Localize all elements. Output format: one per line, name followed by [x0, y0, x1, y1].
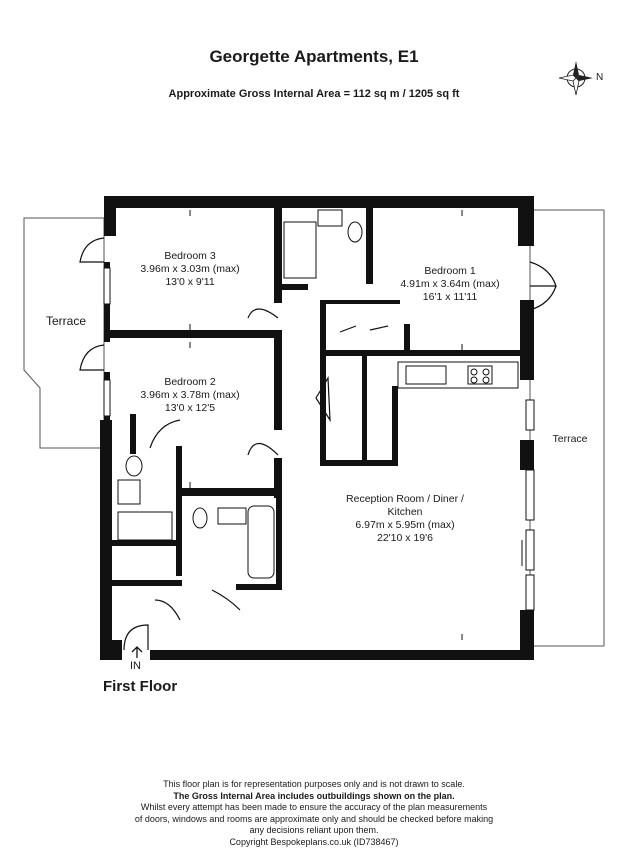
- kitchen-sink: [405, 365, 447, 385]
- gross-area-subtitle: Approximate Gross Internal Area = 112 sq…: [168, 88, 460, 100]
- wall: [320, 300, 326, 360]
- bedroom2-label: Bedroom 2 3.96m x 3.78m (max) 13'0 x 12'…: [110, 376, 270, 415]
- wall: [130, 414, 136, 454]
- wall: [276, 496, 282, 586]
- toilet: [192, 507, 208, 529]
- terrace-left-outline: [23, 217, 105, 449]
- terrace-right-label: Terrace: [552, 433, 588, 445]
- window: [525, 469, 535, 521]
- toilet: [347, 221, 363, 243]
- window: [525, 529, 535, 571]
- room-metric: 4.91m x 3.64m (max): [400, 278, 500, 290]
- terrace-right-outline: [529, 209, 605, 647]
- wall: [274, 330, 282, 430]
- room-imperial: 13'0 x 9'11: [165, 276, 215, 288]
- room-imperial: 13'0 x 12'5: [164, 402, 216, 414]
- room-name: Bedroom 1: [424, 265, 476, 277]
- wall: [520, 440, 534, 470]
- door-swing: [149, 419, 181, 449]
- door-swing: [79, 237, 105, 263]
- shower-tray: [283, 221, 317, 279]
- room-name: Bedroom 3: [164, 250, 216, 262]
- door-swing: [529, 261, 557, 287]
- wall: [100, 640, 122, 660]
- reception-label: Reception Room / Diner / Kitchen 6.97m x…: [330, 493, 480, 545]
- compass-north-label: N: [596, 72, 604, 83]
- door-swing: [79, 344, 105, 371]
- window: [525, 399, 535, 431]
- door-swing: [123, 624, 149, 651]
- footer-line: Copyright Bespokeplans.co.uk (ID738467): [229, 836, 399, 847]
- wall: [392, 386, 398, 466]
- wall: [104, 196, 116, 236]
- door-swing: [247, 308, 279, 319]
- bathtub: [247, 505, 275, 579]
- room-metric: 6.97m x 5.95m (max): [355, 519, 455, 531]
- wall: [104, 196, 534, 208]
- footer-line: any decisions reliant upon them.: [249, 825, 379, 835]
- wall: [320, 460, 396, 466]
- wall: [236, 584, 282, 590]
- wall: [518, 196, 534, 246]
- wall: [274, 458, 282, 498]
- room-metric: 3.96m x 3.03m (max): [140, 263, 240, 275]
- wall: [320, 300, 400, 304]
- door-swing: [154, 599, 181, 621]
- entrance-arrow-icon: [131, 646, 143, 658]
- wall: [176, 446, 182, 576]
- washbasin: [217, 507, 247, 525]
- wall: [404, 324, 410, 354]
- room-name: Kitchen: [387, 506, 423, 518]
- room-imperial: 16'1 x 11'11: [422, 291, 478, 303]
- room-metric: 3.96m x 3.78m (max): [140, 389, 240, 401]
- toilet: [125, 455, 143, 477]
- wall: [178, 488, 282, 496]
- disclaimer-footer: This floor plan is for representation pu…: [0, 779, 628, 848]
- bathtub: [117, 511, 173, 541]
- wall: [112, 580, 182, 586]
- terrace-left-label: Terrace: [45, 314, 86, 328]
- footer-line: of doors, windows and rooms are approxim…: [134, 813, 494, 824]
- window: [525, 574, 535, 611]
- wall: [100, 420, 112, 660]
- door-swing: [211, 589, 241, 611]
- wall: [362, 356, 367, 464]
- washbasin: [117, 479, 141, 505]
- wall: [320, 356, 326, 466]
- wall: [320, 350, 520, 356]
- page-title: Georgette Apartments, E1: [209, 47, 419, 66]
- bedroom3-label: Bedroom 3 3.96m x 3.03m (max) 13'0 x 9'1…: [110, 250, 270, 289]
- room-name: Bedroom 2: [164, 376, 216, 388]
- door-swing: [247, 442, 279, 456]
- compass-rose-icon: [558, 61, 593, 96]
- cupboard-door: [339, 325, 389, 333]
- wall: [112, 540, 178, 546]
- window: [103, 379, 111, 417]
- footer-line-bold: The Gross Internal Area includes outbuil…: [173, 790, 455, 801]
- washbasin: [317, 209, 343, 227]
- wall: [520, 300, 534, 380]
- wall: [274, 208, 282, 303]
- entrance-label: IN: [130, 660, 141, 672]
- room-name: Reception Room / Diner /: [346, 493, 464, 505]
- wall: [520, 610, 534, 660]
- wall: [366, 208, 373, 284]
- room-imperial: 22'10 x 19'6: [377, 532, 433, 544]
- wall: [282, 284, 308, 290]
- window: [103, 267, 111, 305]
- wall: [150, 650, 530, 660]
- bedroom1-label: Bedroom 1 4.91m x 3.64m (max) 16'1 x 11'…: [380, 265, 520, 304]
- footer-line: This floor plan is for representation pu…: [163, 779, 465, 789]
- footer-line: Whilst every attempt has been made to en…: [140, 802, 488, 812]
- wall: [104, 330, 280, 338]
- floor-label: First Floor: [103, 678, 178, 695]
